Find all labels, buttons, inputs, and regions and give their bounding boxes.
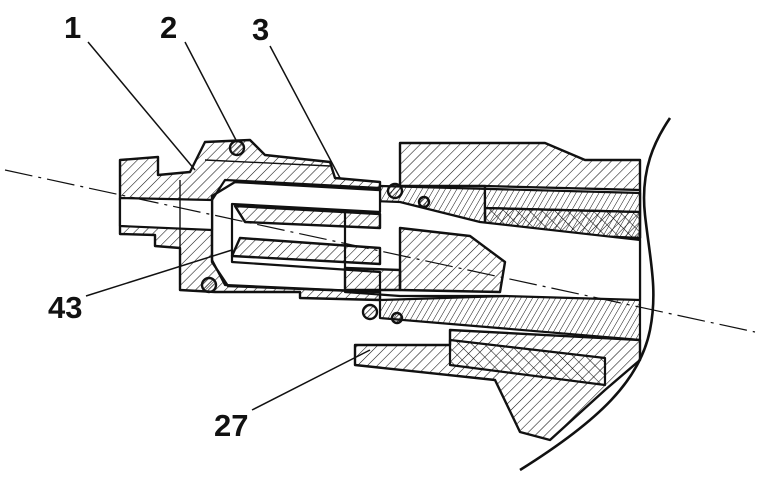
callout-43: 43 xyxy=(48,290,82,325)
seal-rings xyxy=(200,139,431,325)
callout-3: 3 xyxy=(252,12,269,47)
callout-1: 1 xyxy=(64,10,81,45)
callout-27: 27 xyxy=(214,408,248,443)
inner-shaft xyxy=(343,184,642,342)
callout-leaders xyxy=(85,41,371,411)
callout-2: 2 xyxy=(160,10,177,45)
nozzle-insert xyxy=(210,178,402,294)
adapter-body xyxy=(118,138,382,302)
